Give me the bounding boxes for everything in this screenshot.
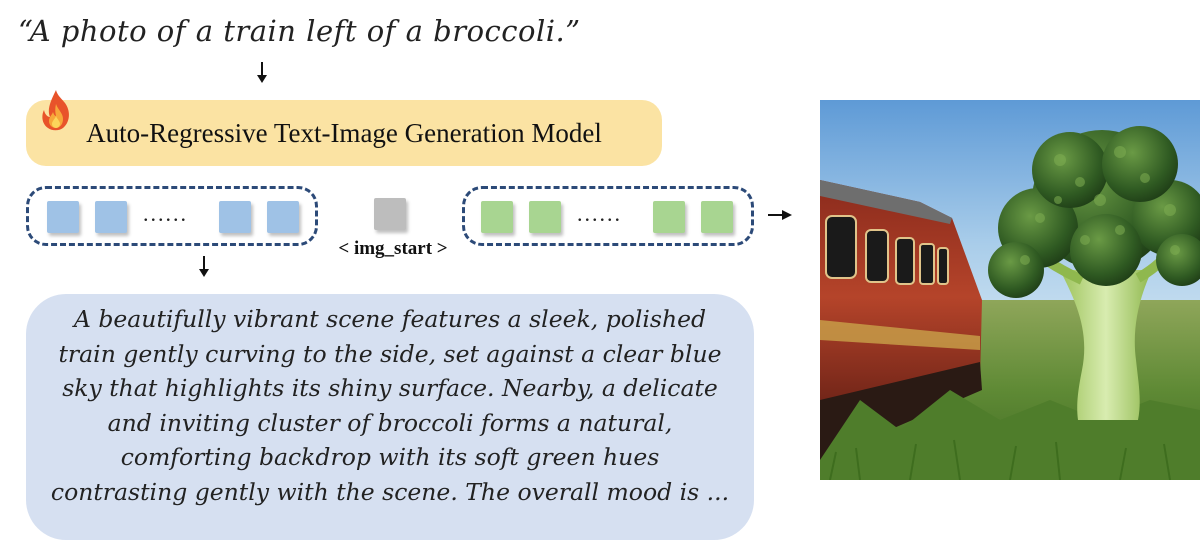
generated-image bbox=[820, 100, 1200, 480]
ellipsis-dots: ...... bbox=[577, 201, 622, 226]
text-token bbox=[95, 201, 127, 233]
image-token-group: ...... bbox=[462, 186, 754, 246]
arrow-down-icon bbox=[257, 62, 267, 83]
text-token bbox=[267, 201, 299, 233]
text-token bbox=[47, 201, 79, 233]
text-token bbox=[219, 201, 251, 233]
caption-line: sky that highlights its shiny surface. N… bbox=[62, 374, 718, 402]
image-token bbox=[481, 201, 513, 233]
caption-line: and inviting cluster of broccoli forms a… bbox=[107, 408, 673, 437]
image-token bbox=[653, 201, 685, 233]
img-start-token bbox=[374, 198, 406, 230]
train-broccoli-photo bbox=[820, 100, 1200, 480]
text-token-group: ...... bbox=[26, 186, 318, 246]
generation-model-box: Auto-Regressive Text-Image Generation Mo… bbox=[26, 100, 662, 166]
image-token bbox=[529, 201, 561, 233]
caption-line: contrasting gently with the scene. The o… bbox=[50, 477, 730, 506]
caption-line: train gently curving to the side, set ag… bbox=[58, 339, 722, 368]
ellipsis-dots: ...... bbox=[143, 201, 188, 226]
fire-icon bbox=[42, 90, 69, 131]
image-token bbox=[701, 201, 733, 233]
input-prompt: “A photo of a train left of a broccoli.” bbox=[18, 14, 581, 48]
arrow-down-icon bbox=[199, 256, 209, 277]
caption-line: A beautifully vibrant scene features a s… bbox=[73, 305, 707, 333]
model-label: Auto-Regressive Text-Image Generation Mo… bbox=[86, 117, 602, 148]
img-start-label: < img_start > bbox=[338, 238, 448, 259]
arrow-right-icon bbox=[768, 210, 792, 220]
generated-caption-box: A beautifully vibrant scene features a s… bbox=[26, 294, 754, 540]
generated-caption-text: A beautifully vibrant scene features a s… bbox=[46, 302, 734, 509]
caption-line: comforting backdrop with its soft green … bbox=[120, 443, 660, 471]
